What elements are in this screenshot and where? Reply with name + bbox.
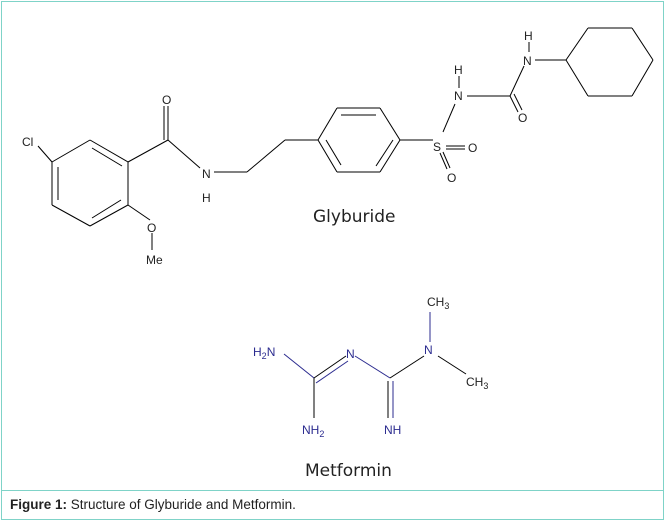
atom-cl: Cl (22, 135, 33, 149)
atom-h2n: H2N (253, 345, 275, 361)
atom-h-sulfonyl-n: H (454, 63, 463, 77)
atom-nh: NH (384, 423, 401, 437)
figure-image-area (2, 2, 663, 491)
atom-n-amide: N (202, 167, 211, 181)
atom-ch3-top: CH3 (427, 295, 449, 311)
metformin-structure (283, 312, 467, 418)
cl-bond (37, 145, 53, 163)
phenyl-ring (317, 107, 401, 173)
atom-ch3-right: CH3 (466, 375, 488, 391)
chlorobenzene-ring (51, 139, 129, 227)
atom-o-carbonyl: O (162, 93, 171, 107)
atom-o-methoxy: O (147, 221, 156, 235)
atom-n-sulfonyl: N (454, 89, 463, 103)
metformin-name: Metformin (305, 461, 392, 481)
structures-canvas: Cl O N H O Me S O O H N O H N Glyburide (22, 27, 654, 481)
glyburide-name: Glyburide (313, 207, 396, 227)
atom-n-dimethyl: N (424, 343, 433, 357)
atom-me: Me (146, 253, 163, 267)
atom-n-bridge: N (346, 347, 355, 361)
caption-text: Structure of Glyburide and Metformin. (67, 497, 296, 512)
cyclohexane-ring (565, 27, 654, 97)
atom-h-urea-n: H (524, 29, 533, 43)
atom-o-urea: O (518, 111, 527, 125)
atom-s: S (433, 140, 441, 154)
atom-o-sulfonyl-2: O (447, 171, 456, 185)
glyburide-structure (37, 27, 654, 250)
figure-caption: Figure 1: Structure of Glyburide and Met… (10, 497, 296, 512)
atom-nh2: NH2 (302, 423, 324, 439)
atom-h-amide: H (202, 191, 211, 205)
carbonyl-bond (127, 139, 169, 163)
atom-o-sulfonyl-1: O (468, 141, 477, 155)
caption-label: Figure 1: (10, 497, 68, 512)
atom-n-urea: N (523, 54, 532, 68)
